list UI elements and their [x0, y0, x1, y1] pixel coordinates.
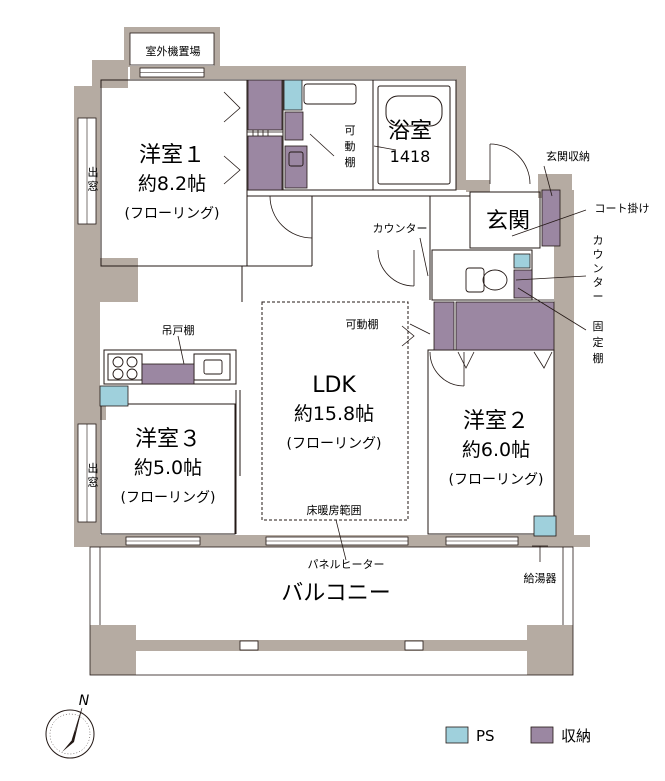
water-heater-label: 給湯器 [524, 571, 557, 585]
bath-size: 1418 [390, 147, 431, 166]
room1-name: 洋室１ [139, 143, 205, 168]
counter-right-2: ウ [593, 248, 604, 261]
floor-heating-label: 床暖房範囲 [307, 503, 362, 517]
panel-heater-label: パネルヒーター [308, 558, 385, 571]
balcony-label: バルコニー [281, 581, 391, 606]
room3-floor: (フローリング) [121, 490, 216, 506]
outer-walls [74, 27, 590, 675]
pipe-spaces [99, 79, 557, 537]
balcony-outline [89, 546, 574, 676]
leader-lines [177, 133, 587, 562]
counter-right-1: カ [593, 234, 604, 247]
storage-areas [141, 79, 561, 385]
movable-shelf-top-2: 動 [345, 139, 356, 153]
fixtures [112, 83, 508, 380]
legend-ps-swatch [445, 726, 469, 744]
coat-hook-label: コート掛け [595, 201, 650, 215]
fixed-shelf-1: 固 [593, 320, 604, 333]
outdoor-unit-area [129, 32, 215, 66]
ldk-floor: (フローリング) [287, 436, 382, 452]
genkan-storage-label: 玄関収納 [546, 149, 590, 163]
movable-shelf-mid-label: 可動棚 [346, 317, 379, 331]
room1-floor: (フローリング) [125, 206, 220, 222]
room2-name: 洋室２ [463, 409, 529, 434]
counter-right-3: ン [593, 262, 604, 275]
legend-storage-label: 収納 [561, 727, 591, 745]
compass-icon: N [45, 693, 95, 759]
doors [223, 91, 553, 387]
counter-left-label: カウンター [373, 222, 428, 235]
room3-name: 洋室３ [135, 427, 201, 452]
window-label-bottom-2: 窓 [88, 475, 99, 489]
window-label-top-2: 窓 [88, 179, 99, 193]
genkan-label: 玄関 [486, 209, 530, 234]
movable-shelf-top-3: 棚 [345, 155, 356, 169]
fixed-shelf-3: 棚 [593, 351, 604, 365]
ldk-name: LDK [312, 373, 356, 398]
movable-shelf-top-1: 可 [345, 124, 356, 137]
counter-right-4: タ [593, 276, 604, 289]
room3-size: 約5.0帖 [134, 457, 202, 479]
ldk-size: 約15.8帖 [294, 403, 374, 425]
legend-storage-swatch [530, 726, 554, 744]
counter-right-5: ー [593, 290, 604, 303]
hanging-cabinet-label: 吊戸棚 [162, 323, 195, 337]
interior-walls [100, 79, 555, 535]
room2-size: 約6.0帖 [462, 439, 530, 461]
room2-floor: (フローリング) [449, 472, 544, 488]
legend: PS 収納 [445, 726, 591, 745]
outdoor-unit-label: 室外機置場 [146, 44, 201, 58]
fixed-shelf-2: 定 [593, 335, 604, 349]
window-label-bottom-1: 出 [88, 461, 99, 475]
window-label-top-1: 出 [88, 165, 99, 179]
bath-label: 浴室 [388, 119, 432, 144]
north-label: N [79, 693, 90, 709]
legend-ps-label: PS [476, 727, 495, 745]
room1-size: 約8.2帖 [138, 173, 206, 195]
